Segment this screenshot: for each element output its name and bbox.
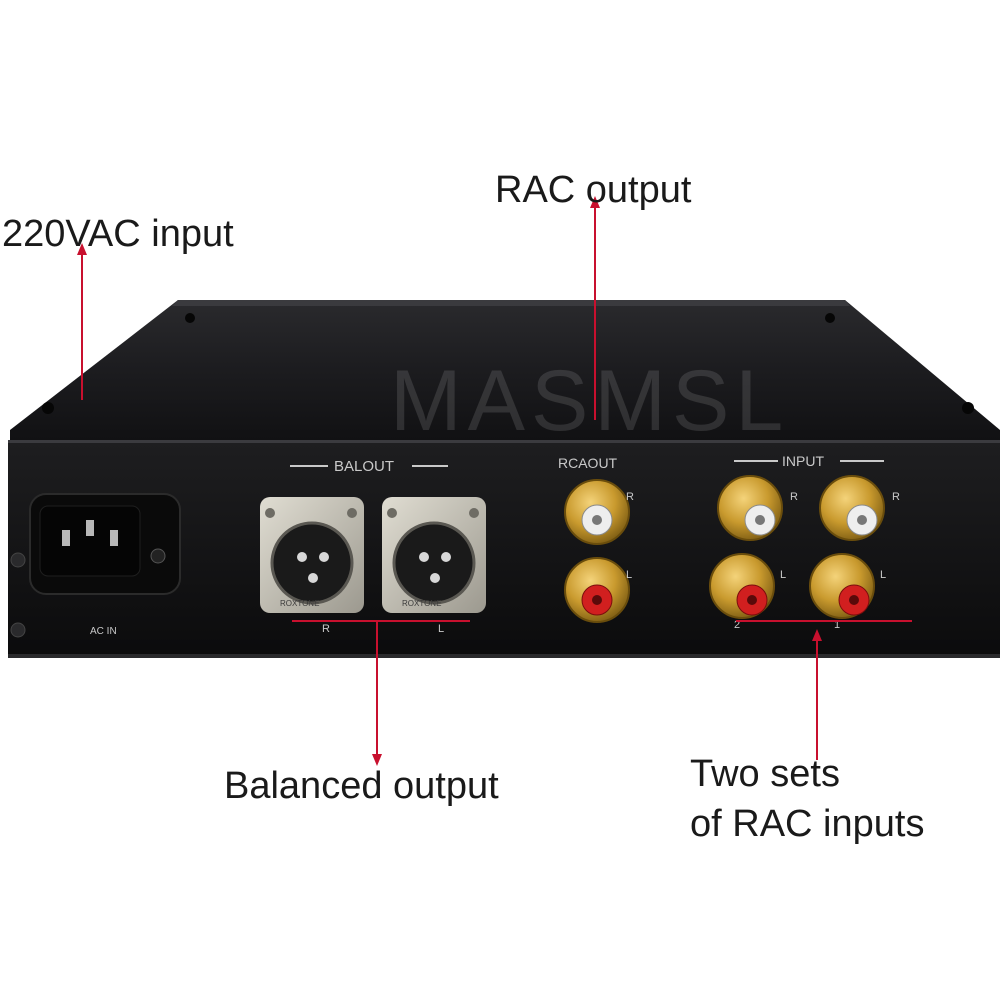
rca-inputs-callout-line2: of RAC inputs: [690, 803, 925, 845]
ac-in-label: AC IN: [90, 626, 117, 637]
chassis-top-edge: [172, 300, 850, 306]
rca-input-2-left-jack: [709, 553, 775, 619]
rca-input-1-left-jack: [809, 553, 875, 619]
chassis-top: [10, 300, 1000, 440]
screw: [10, 622, 26, 638]
input-set-1-label: 1: [834, 619, 840, 631]
rca-output-arrowhead: [590, 196, 600, 208]
xlr-connector-right: ROXTONE: [260, 497, 364, 613]
power-input-arrowhead: [77, 243, 87, 255]
rca-r-label: R: [626, 491, 634, 503]
rca-l-label: L: [880, 569, 886, 581]
rca-l-label: L: [626, 569, 632, 581]
rcaout-label: RCAOUT: [558, 455, 618, 471]
screw: [825, 313, 835, 323]
rca-output-right-jack: [564, 479, 630, 545]
input-set-2-label: 2: [734, 619, 740, 631]
screw: [962, 402, 974, 414]
xlr-connector-left: ROXTONE: [382, 497, 486, 613]
panel-bottom-edge: [8, 654, 1000, 658]
rca-inputs-callout-line1: Two sets: [690, 753, 840, 795]
panel-edge: [8, 440, 1000, 443]
rca-output-callout: RAC output: [495, 169, 692, 211]
screw: [10, 552, 26, 568]
balanced-output-arrowhead: [372, 754, 382, 766]
ac-power-inlet: AC IN: [29, 493, 181, 637]
rca-input-1-right-jack: [819, 475, 885, 541]
screw: [42, 402, 54, 414]
xlr-brand-label: ROXTONE: [402, 599, 441, 608]
power-input-callout: 220VAC input: [2, 213, 234, 255]
balanced-output-callout: Balanced output: [224, 765, 499, 807]
xlr-brand-label: ROXTONE: [280, 599, 319, 608]
rca-l-label: L: [780, 569, 786, 581]
screw: [185, 313, 195, 323]
rca-r-label: R: [790, 491, 798, 503]
xlr-l-label: L: [438, 623, 444, 635]
watermark: MASMSL: [390, 353, 789, 449]
inputs-arrowhead: [812, 629, 822, 641]
input-label: INPUT: [782, 453, 824, 469]
rca-r-label: R: [892, 491, 900, 503]
rca-output-left-jack: [564, 557, 630, 623]
balout-label: BALOUT: [334, 458, 394, 475]
rca-input-2-right-jack: [717, 475, 783, 541]
xlr-r-label: R: [322, 623, 330, 635]
